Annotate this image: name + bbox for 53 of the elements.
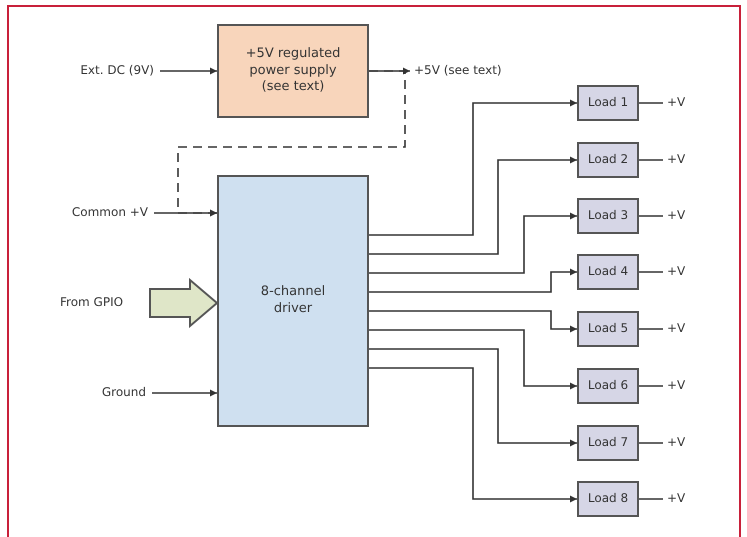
arrow: [369, 310, 577, 332]
box-text: Load 3: [588, 208, 628, 224]
supply-label: +V: [667, 208, 686, 224]
load-box: [577, 85, 639, 121]
load-box: [577, 368, 639, 404]
power-supply-box: [217, 24, 369, 118]
arrow: [369, 329, 577, 390]
supply-label: +V: [667, 491, 686, 507]
input-label: Common +V: [72, 205, 148, 221]
connector-line: [639, 442, 663, 444]
connector-line: [639, 271, 663, 273]
box-text: Load 8: [588, 491, 628, 507]
load-box: [577, 481, 639, 517]
supply-label: +V: [667, 95, 686, 111]
connector-line: [639, 328, 663, 330]
box-text: 8-channel driver: [260, 284, 326, 318]
arrow: [369, 348, 577, 446]
input-label: Ext. DC (9V): [80, 63, 154, 79]
load-box: [577, 142, 639, 178]
load-box: [577, 311, 639, 347]
arrow: [152, 390, 217, 396]
arrow: [369, 156, 577, 255]
output-label: +5V (see text): [414, 63, 502, 79]
arrow: [369, 212, 577, 274]
box-text: Load 7: [588, 435, 628, 451]
box-text: +5V regulated power supply (see text): [244, 46, 342, 96]
supply-label: +V: [667, 321, 686, 337]
arrow: [369, 268, 577, 293]
box-text: Load 4: [588, 264, 628, 280]
connector-line: [639, 385, 663, 387]
load-box: [577, 254, 639, 290]
box-text: Load 5: [588, 321, 628, 337]
arrow: [154, 210, 217, 216]
connector-line: [639, 102, 663, 104]
input-label: From GPIO: [60, 295, 124, 311]
box-text: Load 6: [588, 378, 628, 394]
arrow: [369, 100, 577, 236]
connector-line: [639, 159, 663, 161]
arrow: [160, 68, 217, 74]
supply-label: +V: [667, 152, 686, 168]
supply-label: +V: [667, 378, 686, 394]
supply-label: +V: [667, 264, 686, 280]
supply-label: +V: [667, 435, 686, 451]
driver-box: [217, 175, 369, 427]
connector-line: [639, 215, 663, 217]
load-box: [577, 425, 639, 461]
arrow: [369, 367, 577, 502]
connector-line: [639, 498, 663, 500]
box-text: Load 1: [588, 95, 628, 111]
box-text: Load 2: [588, 152, 628, 168]
input-label: Ground: [102, 385, 146, 401]
block-arrow: [149, 278, 219, 328]
load-box: [577, 198, 639, 234]
